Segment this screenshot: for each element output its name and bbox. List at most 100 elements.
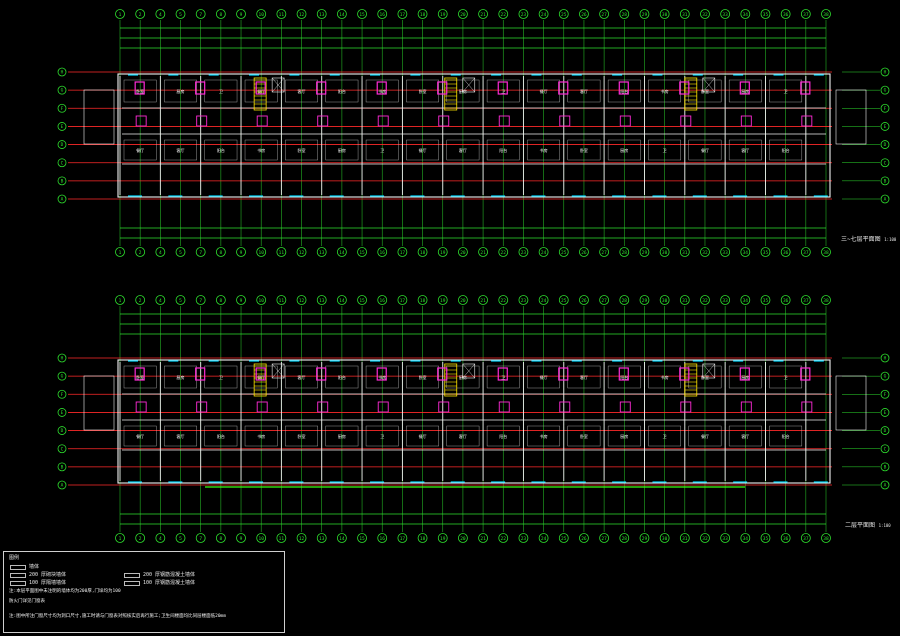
axis-bubble-bottom <box>579 247 589 257</box>
axis-bubble-bottom <box>336 533 347 543</box>
axis-bubble-bottom <box>195 247 206 257</box>
room-cell <box>607 425 641 447</box>
axis-label: 12 <box>299 536 305 542</box>
bathroom-fixture <box>739 367 750 381</box>
axis-label: 35 <box>763 536 769 542</box>
axis-bubble-top <box>780 295 791 305</box>
axis-bubble-top <box>498 9 509 19</box>
axis-bubble-bottom <box>760 533 771 543</box>
room-cell <box>769 425 803 447</box>
axis-bubble-bottom <box>155 533 166 543</box>
axis-label: 1 <box>119 250 122 256</box>
axis-label: 14 <box>339 250 345 256</box>
kitchen-fixture <box>498 115 510 127</box>
axis-label: 16 <box>380 298 386 304</box>
axis-label: 27 <box>601 536 607 542</box>
axis-bubble-top <box>276 295 287 305</box>
room-label: 客厅 <box>298 88 306 94</box>
axis-label: 34 <box>743 536 749 542</box>
axis-label: 24 <box>541 250 547 256</box>
axis-label: 17 <box>400 298 406 304</box>
axis-label: 7 <box>199 12 202 18</box>
axis-bubble-bottom <box>599 247 610 257</box>
axis-label: 10 <box>258 298 264 304</box>
row-label: E <box>884 410 887 416</box>
axis-bubble-top <box>700 295 710 305</box>
row-bubble-right <box>880 426 890 435</box>
row-label: H <box>61 70 64 76</box>
room-cell <box>446 139 480 161</box>
room-cell <box>406 365 439 389</box>
axis-label: 10 <box>258 12 264 18</box>
axis-bubble-bottom <box>397 247 408 257</box>
axis-bubble-bottom <box>821 247 831 257</box>
axis-label: 21 <box>480 250 486 256</box>
axis-bubble-top <box>195 9 206 19</box>
kitchen-fixture <box>801 115 813 127</box>
room-label: 餐厅 <box>257 374 265 380</box>
axis-label: 1 <box>119 12 122 18</box>
axis-bubble-top <box>659 295 670 305</box>
axis-label: 37 <box>803 536 809 542</box>
legend-item: 100 厚隔墙墙体 <box>10 580 66 586</box>
row-label: A <box>884 197 887 203</box>
room-cell <box>648 365 682 389</box>
row-bubble-left <box>57 444 67 454</box>
axis-label: 30 <box>662 536 668 542</box>
row-bubble-right <box>880 103 890 113</box>
room-label: 卧室 <box>419 374 427 380</box>
axis-label: 24 <box>541 536 547 542</box>
room-cell <box>527 79 560 103</box>
room-label: 卧室 <box>136 374 144 380</box>
axis-bubble-top <box>236 295 246 305</box>
axis-label: 23 <box>521 298 527 304</box>
axis-label: 9 <box>240 12 243 18</box>
axis-bubble-bottom <box>115 533 125 543</box>
axis-label: 7 <box>199 298 202 304</box>
room-cell <box>446 425 480 447</box>
kitchen-fixture <box>377 401 389 413</box>
axis-bubble-top <box>740 295 751 305</box>
room-cell <box>486 79 520 103</box>
axis-bubble-bottom <box>538 533 549 543</box>
axis-bubble-bottom <box>720 247 731 257</box>
room-cell <box>325 139 359 161</box>
axis-label: 9 <box>240 250 243 256</box>
axis-bubble-bottom <box>821 533 831 543</box>
kitchen-fixture <box>196 115 208 127</box>
row-label: H <box>884 356 887 362</box>
axis-label: 28 <box>622 12 628 18</box>
legend-item: 100 厚钢筋混凝土墙体 <box>124 580 195 586</box>
axis-bubble-bottom <box>639 533 650 543</box>
room-cell <box>728 139 762 161</box>
axis-label: 20 <box>460 250 466 256</box>
axis-bubble-bottom <box>357 533 367 543</box>
room-cell <box>164 79 197 103</box>
row-bubble-right <box>880 85 890 95</box>
axis-label: 36 <box>783 298 789 304</box>
axis-bubble-top <box>679 295 690 305</box>
row-label: A <box>884 483 887 489</box>
axis-label: 32 <box>702 12 708 18</box>
upper-plan-title-text: 三~七层平面图 <box>841 236 881 243</box>
room-label: 阳台 <box>499 147 507 153</box>
room-label: 卫 <box>501 375 505 380</box>
axis-bubble-top <box>417 295 428 305</box>
bathroom-fixture <box>558 81 569 95</box>
elevator-x <box>702 77 715 93</box>
axis-label: 15 <box>359 250 365 256</box>
row-bubble-left <box>57 389 67 399</box>
axis-bubble-top <box>316 295 327 305</box>
room-label: 书房 <box>378 374 386 380</box>
axis-label: 19 <box>440 12 446 18</box>
axis-bubble-bottom <box>780 247 791 257</box>
axis-bubble-top <box>195 295 206 305</box>
legend-item-text: 200 厚钢筋混凝土墙体 <box>143 572 196 578</box>
axis-label: 10 <box>258 250 264 256</box>
axis-label: 36 <box>783 12 789 18</box>
axis-label: 5 <box>179 250 182 256</box>
room-cell <box>123 79 157 103</box>
axis-label: 33 <box>722 250 728 256</box>
axis-label: 25 <box>561 12 567 18</box>
